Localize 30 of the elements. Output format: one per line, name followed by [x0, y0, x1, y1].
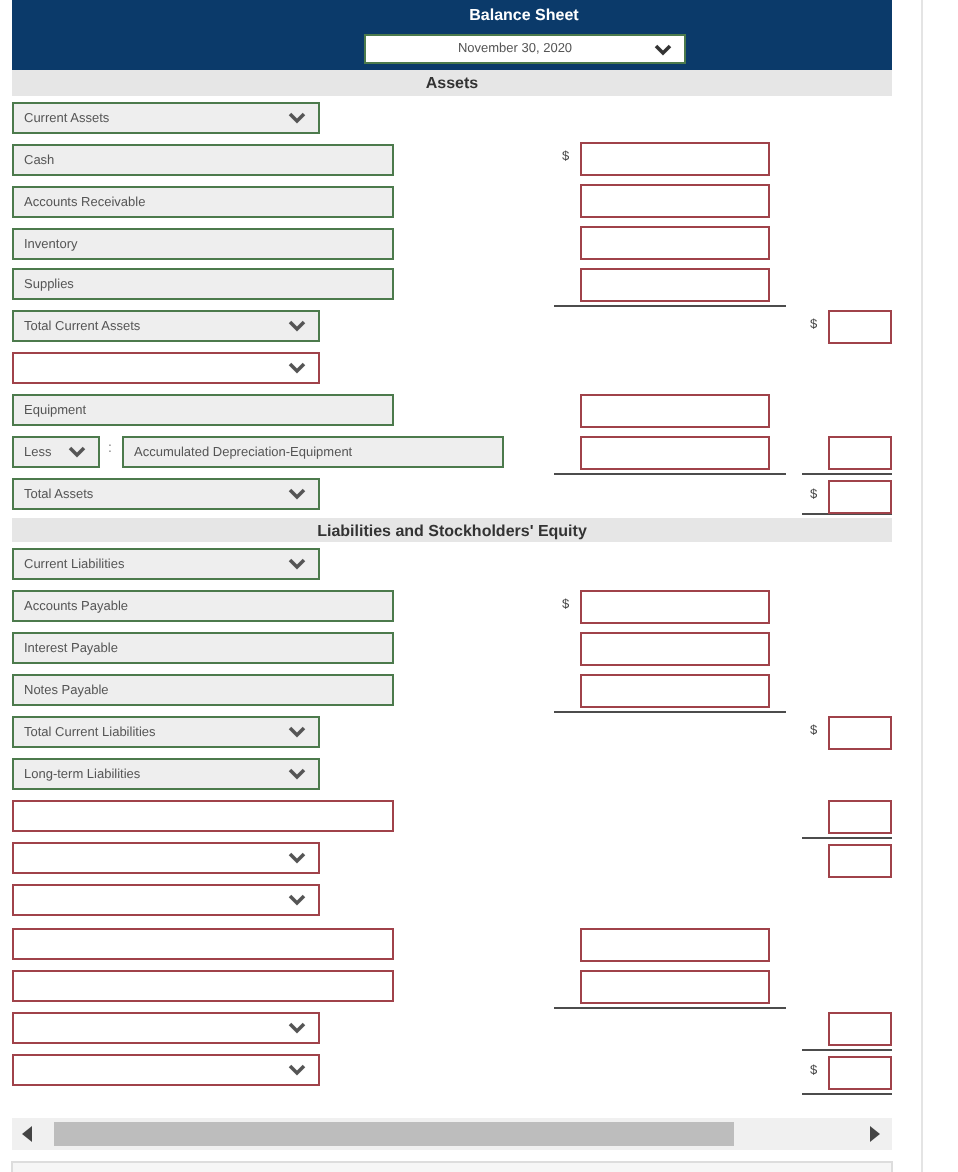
amount-field — [828, 310, 892, 344]
amount-field — [580, 142, 770, 176]
amount-field — [828, 800, 892, 834]
amount-field — [580, 268, 770, 302]
amount-field — [580, 632, 770, 666]
amount-field — [580, 394, 770, 428]
amount-field — [828, 480, 892, 514]
dropdown-field — [12, 1054, 320, 1086]
amount-field — [580, 928, 770, 962]
input-field — [12, 800, 394, 832]
dropdown-field — [12, 1012, 320, 1044]
dropdown-field — [12, 352, 320, 384]
amount-field — [828, 1056, 892, 1090]
amount-field — [580, 184, 770, 218]
dropdown-field — [12, 884, 320, 916]
section-header: Assets — [12, 70, 892, 96]
amount-field — [580, 590, 770, 624]
amount-field — [580, 226, 770, 260]
amount-field — [580, 970, 770, 1004]
dropdown-field — [12, 842, 320, 874]
input-field — [12, 928, 394, 960]
sheet-title: Balance Sheet — [467, 6, 581, 24]
amount-field — [828, 436, 892, 470]
amount-field — [828, 716, 892, 750]
input-field — [12, 970, 394, 1002]
amount-field — [828, 1012, 892, 1046]
amount-field — [828, 844, 892, 878]
amount-field — [580, 436, 770, 470]
amount-field — [580, 674, 770, 708]
section-header: Liabilities and Stockholders' Equity — [12, 518, 892, 542]
